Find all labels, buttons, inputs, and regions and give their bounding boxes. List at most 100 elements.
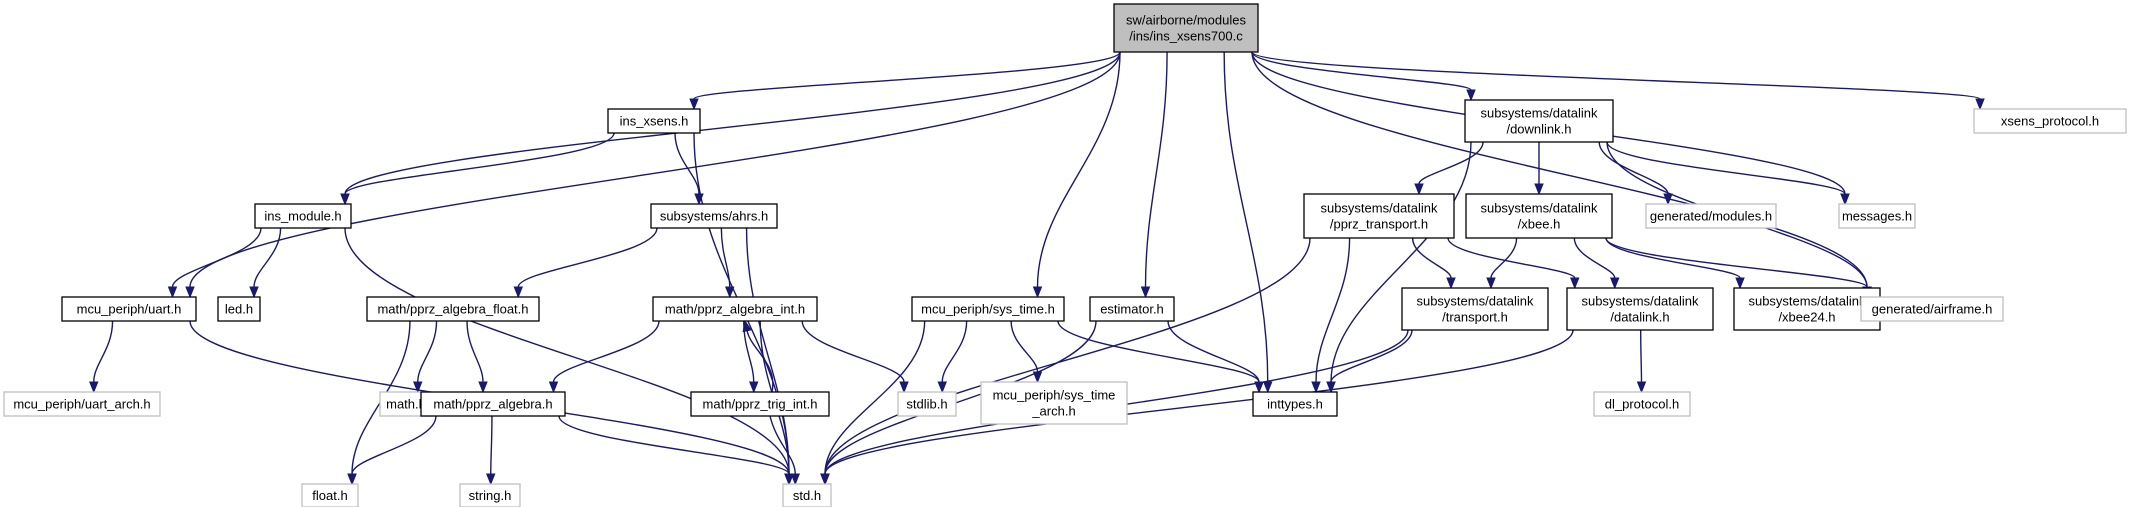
node-label: subsystems/datalink xyxy=(1581,294,1699,309)
node-label: led.h xyxy=(225,302,253,317)
node-label: messages.h xyxy=(1842,209,1912,224)
edge-sys_time-to-stdlib xyxy=(937,320,968,394)
node-box xyxy=(1465,193,1613,239)
node-box xyxy=(459,483,521,507)
node-inttypes[interactable]: inttypes.h xyxy=(1252,391,1338,417)
node-box xyxy=(420,391,566,417)
node-box xyxy=(1252,391,1338,417)
edge-trig_int-to-std xyxy=(769,415,800,486)
node-ins_xsens[interactable]: ins_xsens.h xyxy=(607,108,701,134)
node-stdlib[interactable]: stdlib.h xyxy=(897,391,957,417)
node-gen_airframe[interactable]: generated/airframe.h xyxy=(1860,296,2004,322)
edge-trig_int-to-alg_int xyxy=(742,319,774,393)
edge-root-to-estimator xyxy=(1140,51,1168,299)
node-label: /ins/ins_xsens700.c xyxy=(1129,29,1243,44)
node-trig_int[interactable]: math/pprz_trig_int.h xyxy=(690,391,830,417)
edge-downlink-to-pprz_transport xyxy=(1414,141,1484,196)
node-estimator[interactable]: estimator.h xyxy=(1089,296,1175,322)
node-label: subsystems/datalink xyxy=(1480,201,1598,216)
node-box xyxy=(3,391,161,417)
node-gen_modules[interactable]: generated/modules.h xyxy=(1645,203,1777,229)
node-label: /downlink.h xyxy=(1506,122,1571,137)
edge-pprz_transport-to-datalink xyxy=(1447,237,1580,290)
node-std[interactable]: std.h xyxy=(782,483,832,507)
node-datalink[interactable]: subsystems/datalink/datalink.h xyxy=(1566,287,1714,331)
node-box xyxy=(61,296,197,322)
edge-downlink-to-gen_modules xyxy=(1598,141,1673,206)
node-box xyxy=(1113,3,1259,53)
edge-estimator-to-inttypes xyxy=(1167,320,1264,394)
node-box xyxy=(607,108,701,134)
node-xbee[interactable]: subsystems/datalink/xbee.h xyxy=(1465,193,1613,239)
node-xsens_protocol[interactable]: xsens_protocol.h xyxy=(1973,108,2127,134)
node-alg[interactable]: math/pprz_algebra.h xyxy=(420,391,566,417)
node-box xyxy=(652,296,818,322)
edge-transport-to-inttypes xyxy=(1326,329,1413,394)
edge-ins_module-to-mcu_uart xyxy=(167,227,262,299)
nodes-layer: sw/airborne/modules/ins/ins_xsens700.cin… xyxy=(3,3,2127,507)
node-ahrs[interactable]: subsystems/ahrs.h xyxy=(650,203,778,229)
node-label: /xbee24.h xyxy=(1778,310,1835,325)
edge-alg_float-to-alg xyxy=(466,320,488,394)
node-uart_arch[interactable]: mcu_periph/uart_arch.h xyxy=(3,391,161,417)
node-box xyxy=(690,391,830,417)
node-label: ins_xsens.h xyxy=(620,114,689,129)
node-alg_float[interactable]: math/pprz_algebra_float.h xyxy=(366,296,540,322)
node-label: xsens_protocol.h xyxy=(2001,114,2099,129)
node-label: dl_protocol.h xyxy=(1605,397,1679,412)
node-box xyxy=(254,203,352,229)
node-box xyxy=(1303,193,1455,239)
node-box xyxy=(1733,287,1881,331)
edge-root-to-downlink xyxy=(1251,51,1476,102)
node-messages[interactable]: messages.h xyxy=(1838,203,1916,229)
edge-alg_float-to-math xyxy=(413,320,438,394)
node-box xyxy=(1973,108,2127,134)
node-label: math.h xyxy=(386,397,426,412)
node-label: subsystems/ahrs.h xyxy=(660,209,768,224)
edge-alg-to-string xyxy=(486,415,496,486)
node-box xyxy=(1645,203,1777,229)
edge-downlink-to-xbee xyxy=(1534,142,1544,196)
node-label: /transport.h xyxy=(1442,310,1508,325)
node-box xyxy=(1593,391,1691,417)
node-string[interactable]: string.h xyxy=(459,483,521,507)
node-label: math/pprz_algebra_float.h xyxy=(377,302,528,317)
edge-ahrs-to-alg_int xyxy=(720,227,735,299)
node-ins_module[interactable]: ins_module.h xyxy=(254,203,352,229)
node-label: inttypes.h xyxy=(1267,397,1323,412)
node-mcu_uart[interactable]: mcu_periph/uart.h xyxy=(61,296,197,322)
edge-root-to-gen_airframe xyxy=(1251,51,1872,299)
node-label: sw/airborne/modules xyxy=(1126,13,1246,28)
edge-alg-to-std xyxy=(558,415,794,486)
node-box xyxy=(980,381,1128,425)
node-downlink[interactable]: subsystems/datalink/downlink.h xyxy=(1464,99,1614,143)
node-box xyxy=(366,296,540,322)
node-pprz_transport[interactable]: subsystems/datalink/pprz_transport.h xyxy=(1303,193,1455,239)
node-box xyxy=(1089,296,1175,322)
node-label: string.h xyxy=(469,488,512,503)
node-dl_protocol[interactable]: dl_protocol.h xyxy=(1593,391,1691,417)
edge-ins_module-to-led xyxy=(249,227,282,299)
node-label: estimator.h xyxy=(1100,302,1164,317)
node-float[interactable]: float.h xyxy=(301,483,359,507)
node-xbee24[interactable]: subsystems/datalink/xbee24.h xyxy=(1733,287,1881,331)
node-label: generated/modules.h xyxy=(1650,209,1772,224)
node-sys_time[interactable]: mcu_periph/sys_time.h xyxy=(911,296,1065,322)
node-label: /datalink.h xyxy=(1610,310,1669,325)
node-label: mcu_periph/uart.h xyxy=(77,302,182,317)
edge-alg_int-to-trig_int xyxy=(743,320,759,394)
node-label: _arch.h xyxy=(1031,404,1075,419)
edge-pprz_transport-to-transport xyxy=(1411,237,1456,290)
edge-ahrs-to-alg_float xyxy=(513,227,658,299)
node-box xyxy=(1838,203,1916,229)
edge-datalink-to-dl_protocol xyxy=(1636,329,1647,394)
node-alg_int[interactable]: math/pprz_algebra_int.h xyxy=(652,296,818,322)
edge-datalink-to-std xyxy=(820,329,1574,486)
node-label: /pprz_transport.h xyxy=(1330,217,1428,232)
node-sys_time_arch[interactable]: mcu_periph/sys_time_arch.h xyxy=(980,381,1128,425)
node-root[interactable]: sw/airborne/modules/ins/ins_xsens700.c xyxy=(1113,3,1259,53)
node-label: mcu_periph/sys_time xyxy=(993,388,1116,403)
node-transport[interactable]: subsystems/datalink/transport.h xyxy=(1401,287,1549,331)
node-led[interactable]: led.h xyxy=(217,296,261,322)
